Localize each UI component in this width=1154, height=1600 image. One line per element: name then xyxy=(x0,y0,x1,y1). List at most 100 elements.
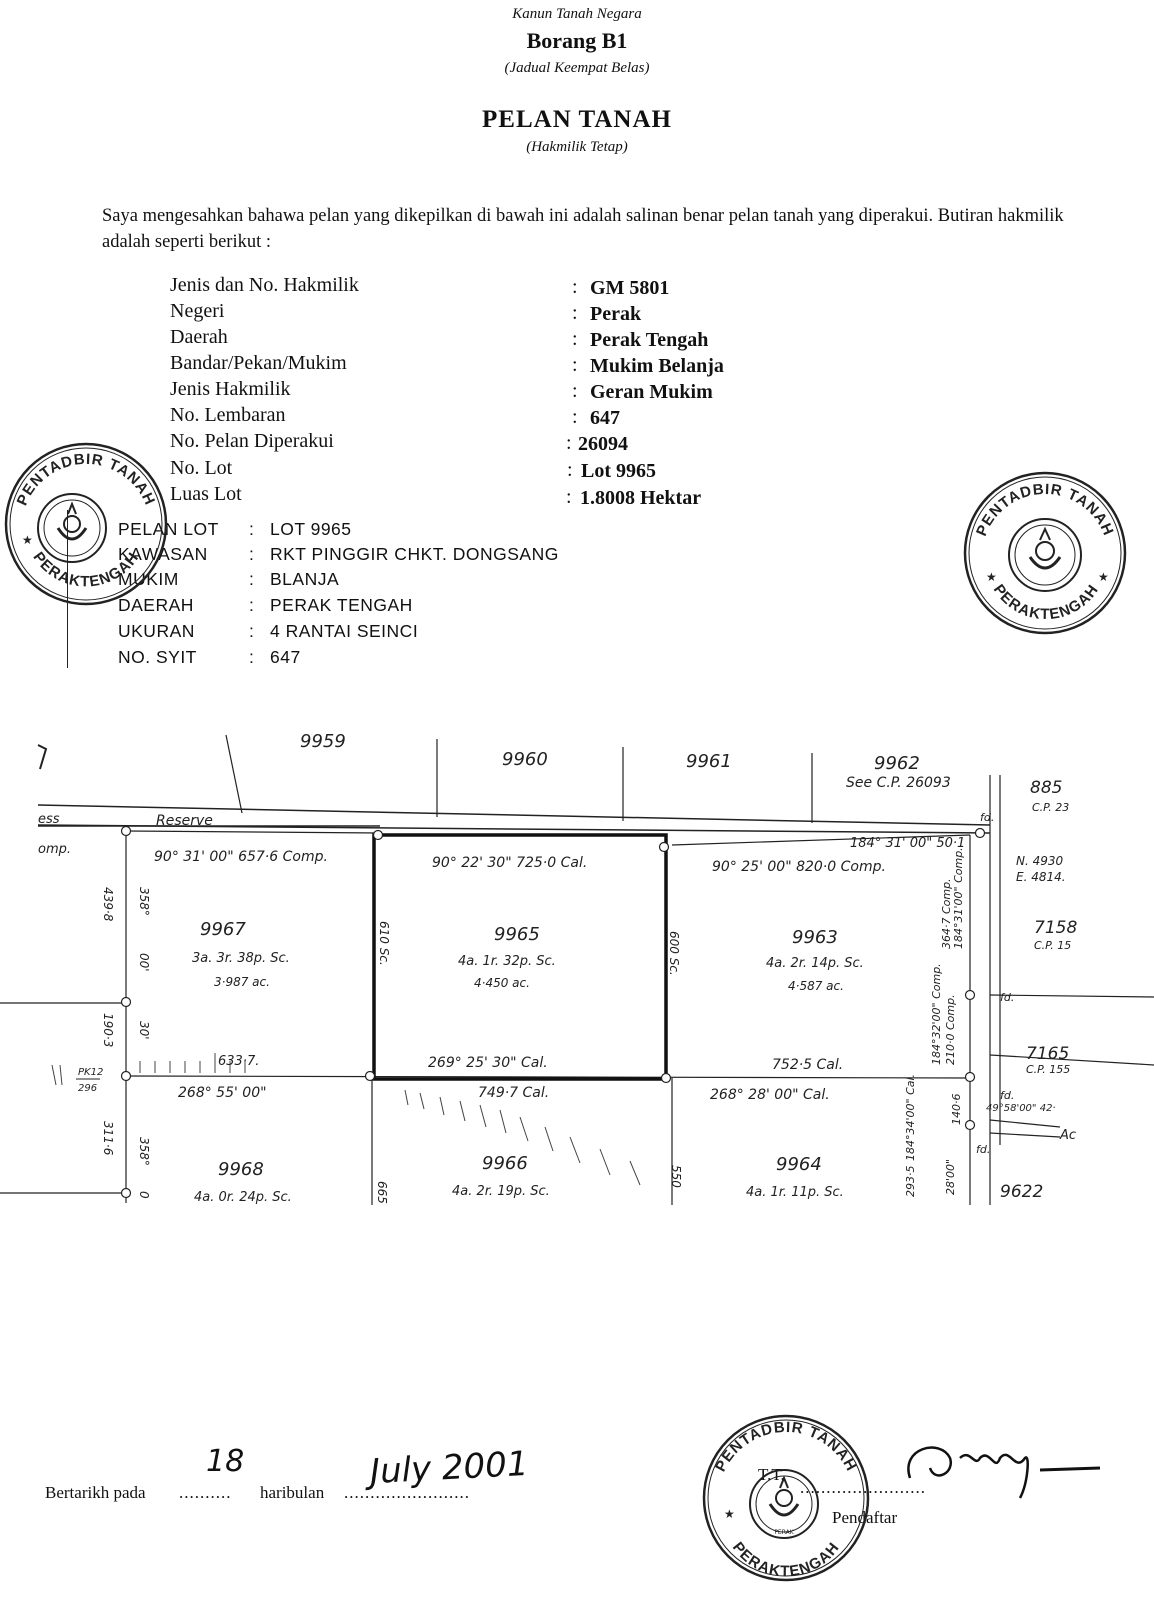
fd-label: fd. xyxy=(1000,1089,1014,1102)
stamp-bottom-text: PERAKTENGAH xyxy=(990,581,1102,623)
side-distance-label: 311·6 xyxy=(101,1121,115,1156)
signature-dots: ........................ xyxy=(800,1478,926,1497)
distance-label: 633·7. xyxy=(218,1054,259,1069)
detail-label: No. Lot xyxy=(170,457,233,479)
lot-number: 9967 xyxy=(200,919,246,940)
lot-area-label: 3a. 3r. 38p. Sc. xyxy=(192,951,290,966)
detail-colon: : xyxy=(566,486,572,508)
side-distance-label: 364·7 Comp. xyxy=(940,878,953,949)
day-dots: .......... xyxy=(179,1483,232,1502)
pk-label: PK12 xyxy=(78,1067,103,1078)
bearing-label: 184° 31' 00" 50·1 xyxy=(850,836,965,851)
bearing-label: 749·7 Cal. xyxy=(478,1085,549,1101)
lot-area-label: 4a. 2r. 14p. Sc. xyxy=(766,956,864,971)
lot-area-label: 4·587 ac. xyxy=(788,979,844,993)
plan-info-colon: : xyxy=(249,621,254,641)
lot-area-label: 4a. 2r. 19p. Sc. xyxy=(452,1184,550,1199)
detail-colon: : xyxy=(566,432,572,454)
pk-sub-label: 296 xyxy=(78,1083,97,1094)
coordinate-label: E. 4814. xyxy=(1016,870,1066,884)
side-bearing-label: 184°32'00" Comp. xyxy=(930,963,943,1065)
side-distance-label: 190·3 xyxy=(101,1013,115,1047)
detail-value: 26094 xyxy=(578,433,628,455)
side-bearing-label: 184°34'00" Cal. xyxy=(904,1074,917,1161)
detail-colon: : xyxy=(572,354,578,376)
lot-9965-boundary xyxy=(372,833,668,1081)
road-line-upper xyxy=(37,804,991,826)
star-icon: ★ xyxy=(724,1507,735,1521)
crest-icon xyxy=(1028,526,1062,570)
plan-info-label: PELAN LOT xyxy=(118,519,219,539)
plan-info-colon: : xyxy=(249,519,254,539)
plan-info-colon: : xyxy=(249,595,254,615)
bearing-label: 90° 31' 00" 657·6 Comp. xyxy=(154,849,328,865)
detail-colon: : xyxy=(572,276,578,298)
schedule-name: (Jadual Keempat Belas) xyxy=(504,60,650,76)
registrar-signature xyxy=(907,1446,1101,1499)
act-name: Kanun Tanah Negara xyxy=(512,6,642,22)
side-bearing-label: 184°31'00" Comp. xyxy=(952,847,965,949)
survey-plan: 9959 9960 9961 9962 9967 9965 9963 9968 … xyxy=(0,731,1154,1205)
coordinate-label: N. 4930 xyxy=(1016,854,1064,868)
dated-label: Bertarikh pada xyxy=(45,1483,146,1502)
plan-info-rule xyxy=(67,510,68,668)
star-icon: ★ xyxy=(1098,570,1109,584)
fd-label: fd. xyxy=(980,811,994,824)
detail-label: Daerah xyxy=(170,326,228,348)
cp-label: C.P. 15 xyxy=(1034,939,1071,952)
lot-area-label: 4a. 1r. 32p. Sc. xyxy=(458,954,556,969)
side-bearing-label: 0 xyxy=(137,1191,151,1199)
side-distance-label: 665 xyxy=(375,1181,389,1204)
handwritten-day: 18 xyxy=(206,1444,245,1479)
detail-label: Jenis Hakmilik xyxy=(170,378,291,400)
lot-number: 9961 xyxy=(686,751,732,772)
lot-number: 7165 xyxy=(1026,1044,1069,1064)
survey-marks xyxy=(120,825,986,1199)
comp-left-label: omp. xyxy=(38,842,71,857)
fd-label: fd. xyxy=(976,1143,990,1156)
plan-info-value: 4 RANTAI SEINCI xyxy=(270,621,419,641)
lot-number: 9959 xyxy=(300,731,346,752)
boundary-line xyxy=(125,1075,971,1079)
form-name: Borang B1 xyxy=(526,28,628,53)
crest-icon xyxy=(768,1475,800,1517)
fd-label: fd. xyxy=(1000,991,1014,1004)
plan-info-label: NO. SYIT xyxy=(118,647,197,667)
ac-label: Ac xyxy=(1059,1128,1076,1143)
detail-value: Lot 9965 xyxy=(581,460,656,482)
bearing-label: 90° 22' 30" 725·0 Cal. xyxy=(432,855,587,871)
lot-number: 9622 xyxy=(1000,1182,1043,1202)
lot-number: 9960 xyxy=(502,749,548,770)
plan-info-value: 647 xyxy=(270,647,301,667)
lot-number: 885 xyxy=(1030,778,1062,798)
bearing-label: 49°58'00" 42· xyxy=(986,1103,1056,1114)
star-icon: ★ xyxy=(986,570,997,584)
detail-value: Geran Mukim xyxy=(590,381,713,403)
lot-number: 7158 xyxy=(1034,918,1077,938)
stamp-center-text: PERAK xyxy=(774,1529,794,1536)
detail-colon: : xyxy=(572,302,578,324)
see-cp-note: See C.P. 26093 xyxy=(846,775,951,791)
cp-label: C.P. 155 xyxy=(1026,1063,1070,1076)
boundary-line xyxy=(989,1054,1154,1066)
detail-colon: : xyxy=(572,328,578,350)
side-distance-label: 600 Sc. xyxy=(667,931,681,976)
stamp-bottom-text: PERAKTENGAH xyxy=(30,549,143,591)
lot-number: 9968 xyxy=(218,1159,264,1180)
boundary-line xyxy=(989,1132,1061,1138)
plan-info-colon: : xyxy=(249,544,254,564)
document-title: PELAN TANAH xyxy=(482,106,672,133)
plan-info-colon: : xyxy=(249,647,254,667)
plan-info-label: UKURAN xyxy=(118,621,195,641)
boundary-line xyxy=(125,830,381,834)
stamp-bottom-text: PERAKTENGAH xyxy=(729,1539,843,1580)
lot-number: 9965 xyxy=(494,924,540,945)
land-administrator-stamp-right: PENTADBIR TANAH PERAKTENGAH ★ ★ xyxy=(963,471,1127,635)
side-distance-label: 550 xyxy=(669,1165,683,1188)
plan-info-label: DAERAH xyxy=(118,595,194,615)
road-reserve-label: Reserve xyxy=(156,813,213,829)
cp-label: C.P. 23 xyxy=(1032,801,1069,814)
side-bearing-label: 30' xyxy=(137,1021,151,1040)
detail-label: No. Pelan Diperakui xyxy=(170,430,334,452)
month-label: haribulan xyxy=(260,1483,325,1502)
